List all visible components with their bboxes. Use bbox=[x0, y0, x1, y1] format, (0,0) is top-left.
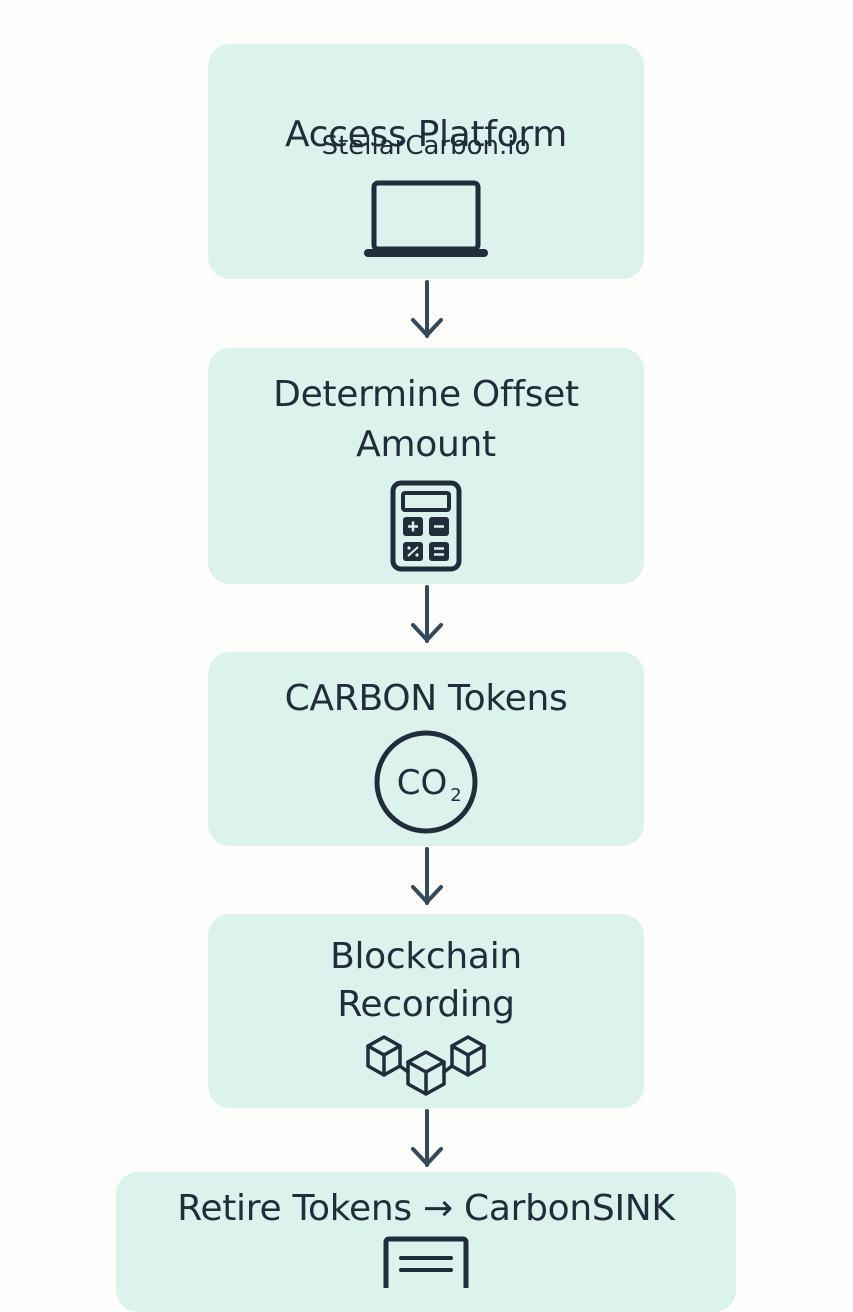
step-title: Retire Tokens → CarbonSINK bbox=[177, 1188, 675, 1229]
certificate-icon bbox=[383, 1236, 469, 1288]
flow-arrow bbox=[410, 847, 444, 907]
blockchain-cubes-icon bbox=[364, 1034, 488, 1100]
co2-label: CO bbox=[397, 763, 448, 803]
step-retire-tokens: Retire Tokens → CarbonSINK bbox=[116, 1172, 736, 1312]
co2-subscript: 2 bbox=[450, 785, 461, 806]
laptop-icon bbox=[363, 180, 489, 260]
step-access-platform: Access Platform StellarCarbon.io bbox=[208, 44, 644, 279]
step-carbon-tokens: CARBON Tokens CO 2 bbox=[208, 652, 644, 846]
calculator-icon bbox=[390, 480, 462, 572]
flow-arrow bbox=[410, 585, 444, 645]
step-determine-offset: Determine Offset Amount bbox=[208, 348, 644, 584]
step-title: Access Platform bbox=[284, 114, 567, 155]
step-blockchain-recording: Blockchain Recording bbox=[208, 914, 644, 1108]
co2-icon: CO 2 bbox=[372, 730, 480, 834]
flow-arrow bbox=[410, 280, 444, 340]
step-title-line-1: Determine Offset bbox=[273, 374, 579, 415]
step-title-line-2: Amount bbox=[356, 424, 496, 465]
flow-arrow bbox=[410, 1109, 444, 1169]
step-subtitle: StellarCarbon.io bbox=[321, 131, 531, 161]
step-title-line-2: Recording bbox=[337, 984, 515, 1025]
step-title-line-1: Blockchain bbox=[330, 936, 522, 977]
step-title: CARBON Tokens bbox=[284, 678, 568, 719]
